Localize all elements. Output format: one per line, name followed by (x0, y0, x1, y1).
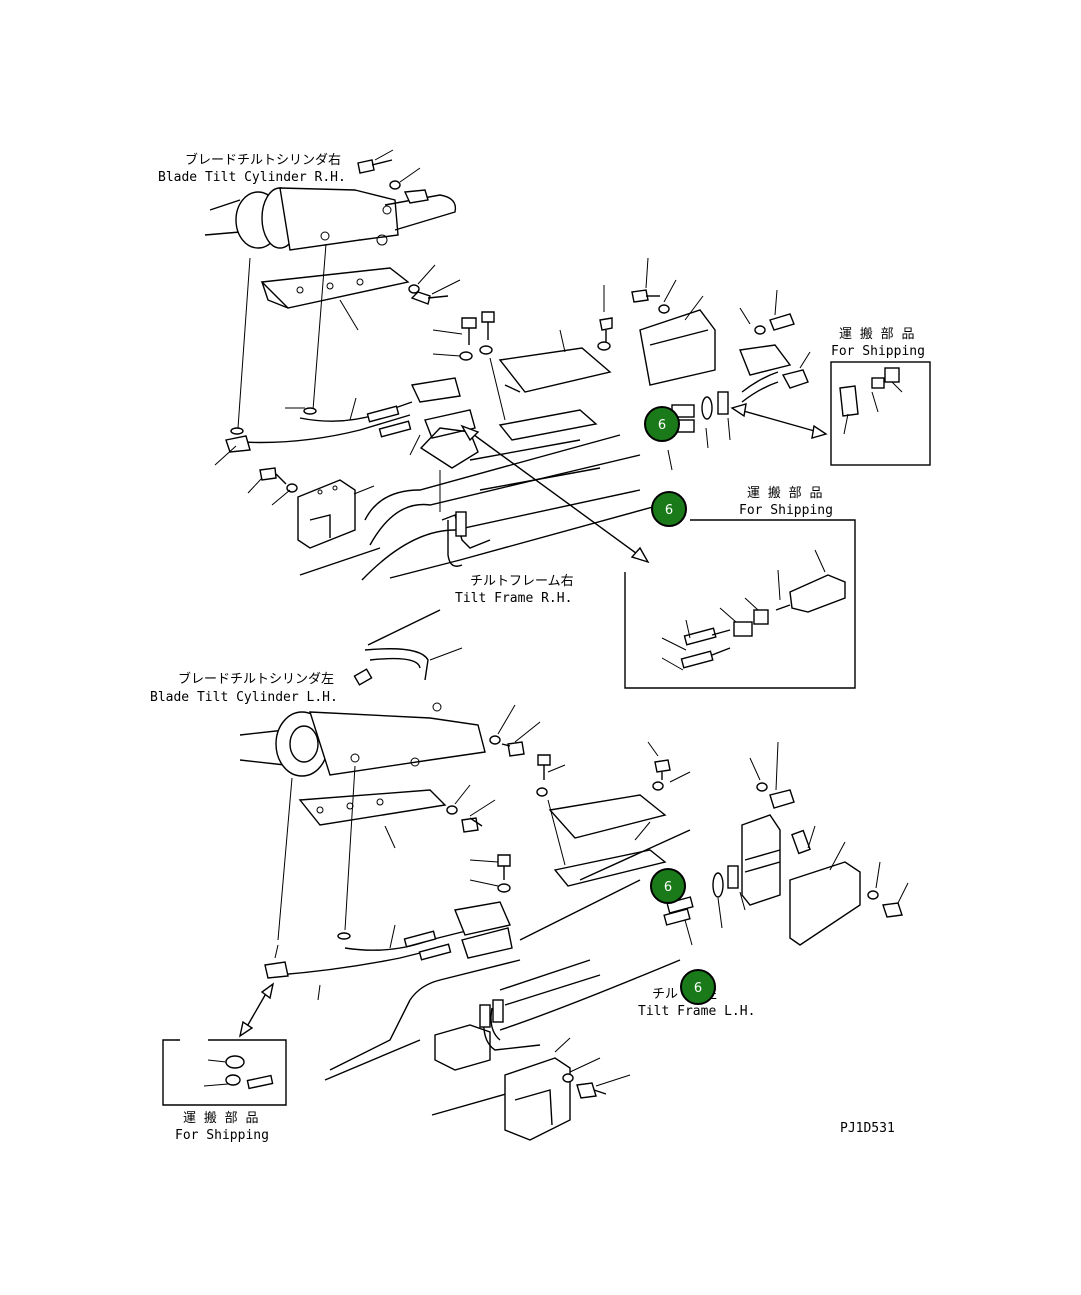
shipping-3-label-jp: 運 搬 部 品 (183, 1111, 258, 1126)
shipping-box-1 (830, 361, 931, 466)
plates-rh (489, 257, 811, 441)
drawing-number: PJ1D531 (840, 1121, 895, 1136)
cylinder-rh-label-en: Blade Tilt Cylinder R.H. (158, 170, 346, 185)
shipping-1-label-en: For Shipping (831, 344, 925, 359)
shipping-box-2 (624, 519, 856, 689)
tilt-frame-lh-label-en: Tilt Frame L.H. (638, 1004, 755, 1019)
callout-6-b-label: 6 (665, 503, 673, 518)
arrows-lh (238, 982, 275, 1038)
couplers-rh (667, 371, 779, 471)
tilt-frame-rh-label-en: Tilt Frame R.H. (455, 591, 572, 606)
callout-6-b[interactable]: 6 (651, 491, 687, 527)
cylinder-lh-label-jp: ブレードチルトシリンダ左 (178, 671, 334, 687)
cylinder-lh (239, 647, 486, 777)
arrows-rh (460, 403, 828, 564)
callout-6-a-label: 6 (658, 418, 666, 433)
callout-6-c[interactable]: 6 (650, 868, 686, 904)
callout-6-a[interactable]: 6 (644, 406, 680, 442)
upper-assembly (204, 149, 931, 689)
shipping-box-3 (162, 1039, 287, 1106)
couplers-lh (663, 849, 781, 946)
cylinder-cover-rh (260, 267, 410, 309)
cylinder-rh-label-jp: ブレードチルトシリンダ右 (185, 152, 341, 168)
hoses-rh (214, 377, 476, 466)
hoses-lh (264, 901, 513, 1001)
tilt-frame-rh (247, 427, 661, 646)
bolts-lh (446, 704, 909, 918)
bolts-top-rh (357, 149, 495, 361)
cylinder-lh-label-en: Blade Tilt Cylinder L.H. (150, 690, 338, 705)
callout-6-c-label: 6 (664, 880, 672, 895)
cylinder-cover-lh (298, 789, 447, 826)
tilt-frame-lh (324, 829, 691, 1141)
tilt-frame-rh-label-jp: チルトフレーム右 (470, 574, 574, 589)
callout-6-d-label: 6 (694, 981, 702, 996)
lower-assembly (162, 647, 909, 1141)
plates-lh (547, 771, 861, 946)
cylinder-rh (204, 187, 457, 251)
callout-6-d[interactable]: 6 (680, 969, 716, 1005)
shipping-1-label-jp: 運 搬 部 品 (839, 327, 914, 342)
shipping-3-label-en: For Shipping (175, 1128, 269, 1143)
shipping-2-label-en: For Shipping (739, 503, 833, 518)
shipping-2-label-jp: 運 搬 部 品 (747, 486, 822, 501)
